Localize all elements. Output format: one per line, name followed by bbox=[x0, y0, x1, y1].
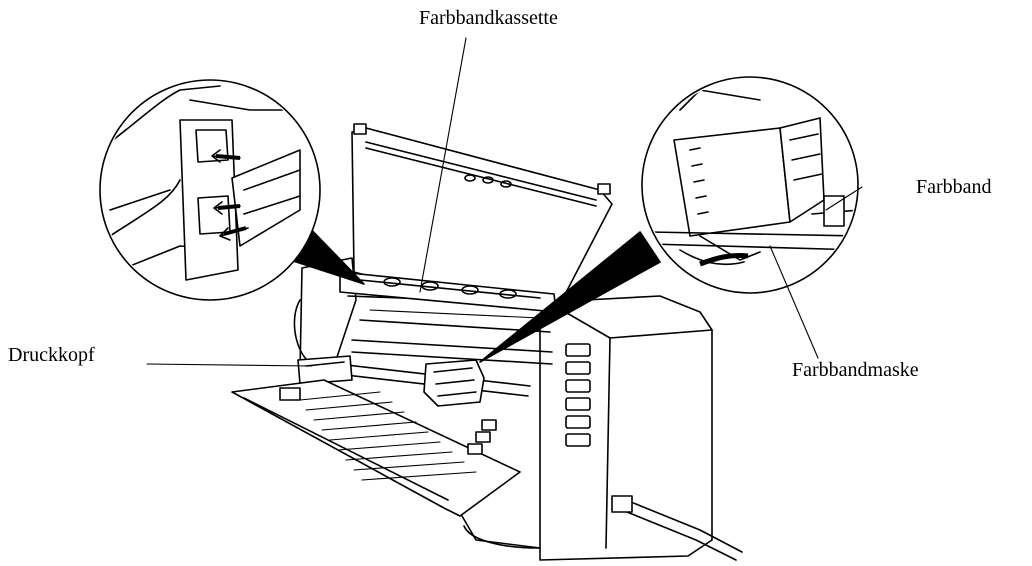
control-panel-buttons bbox=[565, 343, 591, 447]
leader-lines bbox=[146, 37, 863, 367]
print-head-carriage bbox=[423, 359, 485, 407]
leader-ribbon bbox=[825, 186, 863, 211]
leader-ribbon-mask bbox=[769, 245, 819, 359]
label-ribbon-mask: Farbbandmaske bbox=[792, 359, 919, 381]
label-ribbon: Farbband bbox=[916, 176, 992, 198]
printer-body bbox=[231, 257, 743, 561]
label-ribbon-cassette: Farbbandkassette bbox=[419, 7, 558, 29]
leader-ribbon-cassette bbox=[419, 37, 467, 293]
left-detail-callout bbox=[99, 79, 365, 301]
paper-tray bbox=[231, 379, 521, 517]
printer-cover bbox=[351, 123, 613, 305]
right-detail-callout bbox=[479, 76, 859, 363]
label-print-head: Druckkopf bbox=[8, 344, 95, 366]
leader-print-head bbox=[146, 363, 313, 367]
